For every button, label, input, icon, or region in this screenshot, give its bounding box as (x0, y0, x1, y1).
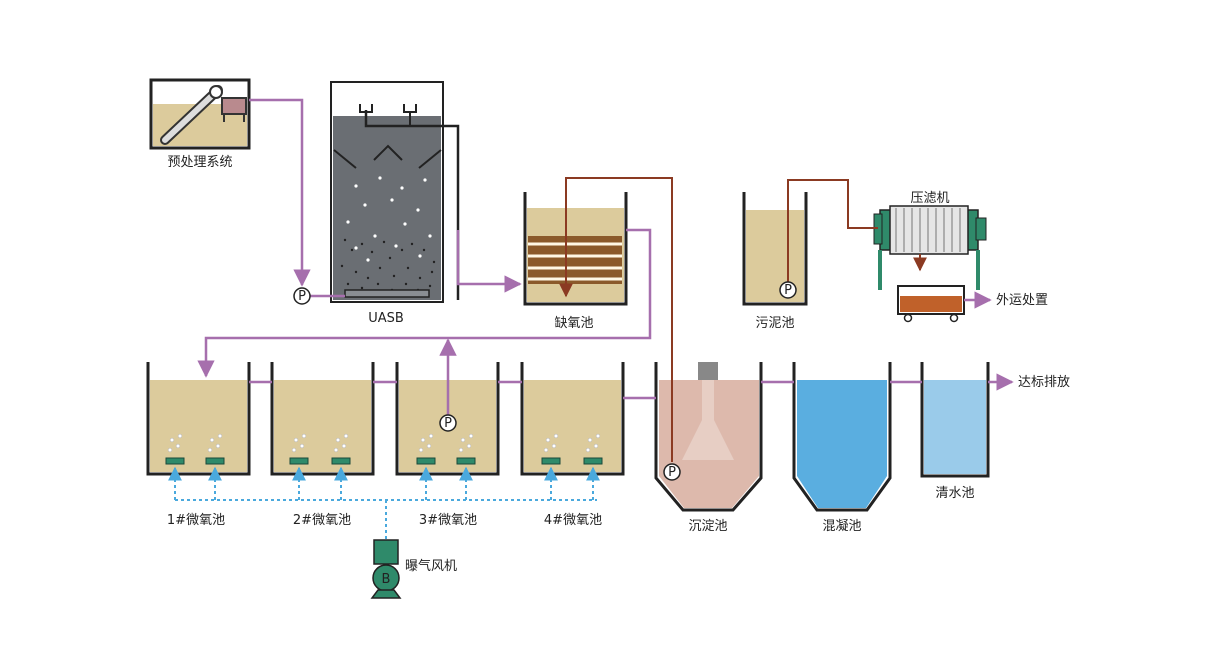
micro-oxygen-2-label: 2#微氧池 (293, 513, 351, 528)
pump-sedimentation: P (663, 463, 681, 481)
micro-oxygen-tank-4 (520, 362, 625, 476)
anoxic-label: 缺氧池 (554, 316, 593, 331)
pump-uasb: P (293, 287, 311, 305)
micro-oxygen-3-label: 3#微氧池 (419, 513, 477, 528)
micro-oxygen-tank-1 (146, 362, 251, 476)
coagulation-tank (792, 362, 892, 512)
pump-micro3: P (439, 414, 457, 432)
sedimentation-label: 沉淀池 (688, 519, 727, 534)
clear-water-tank (920, 362, 990, 478)
blower-label: 曝气风机 (405, 558, 457, 574)
aerators (165, 457, 856, 503)
blower-letter: B (382, 572, 391, 587)
discharge-label: 达标排放 (1018, 375, 1070, 390)
clear-water-label: 清水池 (935, 486, 974, 501)
pump-sludge: P (779, 281, 797, 299)
uasb-bubbles (346, 176, 432, 262)
pretreatment-label: 预处理系统 (167, 155, 232, 170)
svg-text:P: P (784, 283, 792, 298)
svg-text:P: P (444, 416, 452, 431)
sludge-tank-label: 污泥池 (755, 316, 794, 331)
filter-press (873, 205, 987, 290)
sludge-cart (897, 285, 992, 323)
micro-oxygen-4-label: 4#微氧池 (544, 513, 602, 528)
air-lines (168, 466, 600, 540)
blower: B (370, 539, 402, 599)
micro-oxygen-tank-2 (270, 362, 375, 476)
outsourcing-label: 外运处置 (996, 293, 1048, 308)
water-flow-lines (197, 98, 1014, 416)
pretreatment-unit (149, 78, 251, 150)
air-bubbles (167, 433, 854, 491)
sludge-tank (742, 192, 808, 306)
uasb-label: UASB (368, 311, 404, 326)
micro-oxygen-1-label: 1#微氧池 (167, 513, 225, 528)
svg-text:P: P (298, 289, 306, 304)
svg-text:P: P (668, 465, 676, 480)
sedimentation-tank (654, 362, 763, 512)
sludge-flow-lines (559, 177, 878, 462)
filter-press-label: 压滤机 (910, 191, 949, 206)
uasb-reactor (330, 81, 460, 303)
anoxic-tank (523, 192, 628, 306)
coagulation-label: 混凝池 (822, 518, 861, 534)
